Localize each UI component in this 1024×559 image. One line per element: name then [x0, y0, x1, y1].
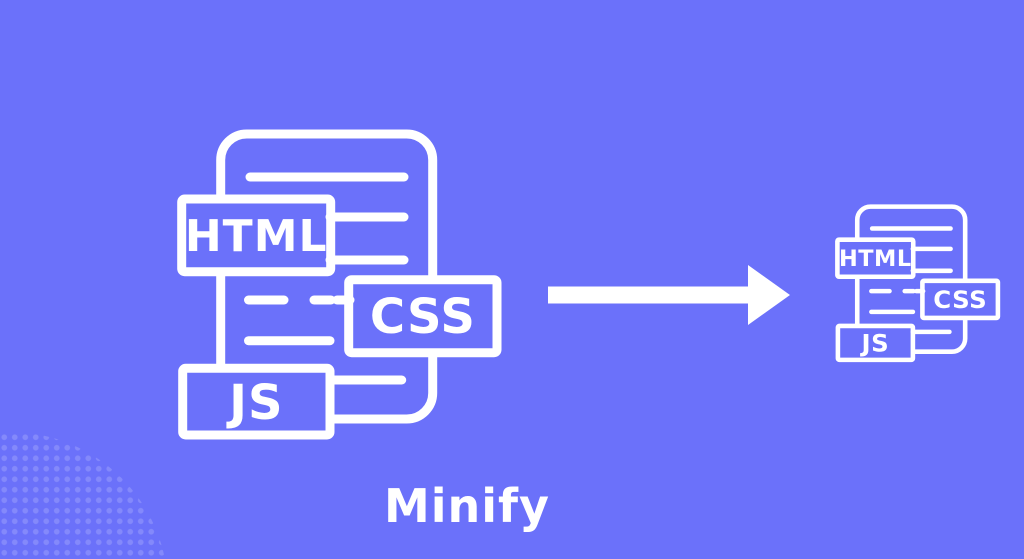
dot-pattern-decoration	[0, 432, 168, 559]
js-badge	[835, 323, 916, 363]
js-badge	[178, 363, 335, 440]
html-label: HTML	[839, 246, 912, 272]
right-arrow-icon	[548, 265, 790, 325]
html-label: HTML	[185, 211, 328, 262]
js-label: JS	[226, 375, 283, 431]
html-badge	[835, 237, 916, 280]
source-files-illustration: HTML CSS JS	[177, 129, 502, 440]
css-badge	[344, 275, 502, 358]
css-label: CSS	[933, 285, 987, 314]
arrow-shape	[548, 265, 790, 325]
minify-caption: Minify	[383, 479, 551, 533]
minified-files-illustration: HTML CSS JS	[835, 204, 1001, 363]
html-badge	[177, 194, 336, 277]
css-label: CSS	[370, 289, 476, 345]
css-badge	[920, 278, 1001, 321]
js-label: JS	[860, 329, 890, 358]
